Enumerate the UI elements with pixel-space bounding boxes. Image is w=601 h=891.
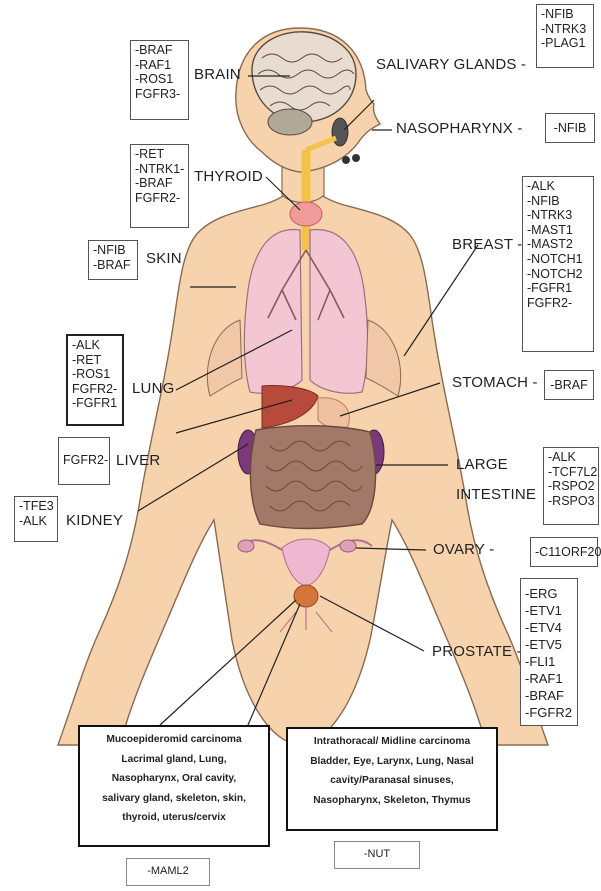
large-intestine-label-2: INTESTINE [456, 486, 536, 503]
gene-label: -FGFR2 [525, 704, 573, 721]
ovary-label: OVARY - [433, 541, 494, 558]
gene-label: FGFR2- [527, 296, 589, 311]
gene-label: -MAST1 [527, 223, 589, 238]
lung-label: LUNG [132, 380, 174, 397]
gene-label: FGFR2- [135, 191, 184, 206]
gene-label: -BRAF [93, 258, 133, 273]
liver-gene-box: FGFR2- [58, 437, 110, 485]
prostate [294, 585, 318, 607]
gene-label: -NFIB [550, 116, 590, 140]
gene-label: -NTRK3 [541, 22, 589, 37]
note-line: cavity/Paranasal sinuses, [292, 771, 492, 791]
gene-label: -TFE3 [19, 499, 53, 514]
nut-tag: -NUT [334, 841, 420, 869]
note-line: Bladder, Eye, Larynx, Lung, Nasal [292, 752, 492, 772]
gene-label: FGFR2- [63, 440, 105, 480]
maml2-tag: -MAML2 [126, 858, 210, 886]
lung-gene-box: -ALK -RET -ROS1 FGFR2- -FGFR1 [66, 334, 124, 426]
prostate-gene-box: -ERG -ETV1 -ETV4 -ETV5 -FLI1 -RAF1 -BRAF… [520, 578, 578, 726]
kidney-label: KIDNEY [66, 512, 123, 529]
thyroid-label: THYROID [194, 168, 263, 185]
gene-label: -BRAF [135, 176, 184, 191]
gene-label: -NFIB [527, 194, 589, 209]
gene-label: -BRAF [549, 373, 589, 397]
note-line: salivary gland, skeleton, skin, [84, 789, 264, 809]
gene-label: -RAF1 [135, 58, 184, 73]
gene-label: -ALK [19, 514, 53, 529]
gene-label: -TCF7L2 [548, 465, 594, 480]
salivary-glands-label: SALIVARY GLANDS - [376, 56, 526, 73]
maml2-note: Mucoepideromid carcinoma Lacrimal gland,… [78, 725, 270, 847]
gene-label: -BRAF [525, 687, 573, 704]
gene-label: -ROS1 [72, 367, 118, 382]
brain [252, 32, 356, 122]
note-line: Nasopharynx, Oral cavity, [84, 769, 264, 789]
prostate-label: PROSTATE - [432, 643, 522, 660]
gene-label: FGFR3- [135, 87, 184, 102]
cerebellum [268, 109, 312, 135]
thyroid-gene-box: -RET -NTRK1- -BRAF FGFR2- [130, 144, 189, 228]
stomach-label: STOMACH - [452, 374, 538, 391]
note-line: Intrathoracal/ Midline carcinoma [292, 732, 492, 752]
kidney-gene-box: -TFE3 -ALK [14, 496, 58, 542]
ovary [340, 540, 356, 552]
skin-gene-box: -NFIB -BRAF [88, 240, 138, 280]
gene-label: -RSPO2 [548, 479, 594, 494]
gene-label: -ERG [525, 585, 573, 602]
large-intestine [250, 426, 375, 529]
gene-label: -ROS1 [135, 72, 184, 87]
gene-label: -NFIB [541, 7, 589, 22]
salivary-glands-gene-box: -NFIB -NTRK3 -PLAG1 [536, 4, 594, 68]
gene-label: FGFR2- [72, 382, 118, 397]
gene-label: -NTRK3 [527, 208, 589, 223]
stomach-gene-box: -BRAF [544, 370, 594, 400]
note-line: Mucoepideromid carcinoma [84, 730, 264, 750]
salivary-gland [332, 118, 348, 146]
large-intestine-gene-box: -ALK -TCF7L2 -RSPO2 -RSPO3 [543, 447, 599, 525]
gene-label: -ETV1 [525, 602, 573, 619]
gene-label: -RET [72, 353, 118, 368]
ovary-gene-box: -C11ORF20 [530, 537, 598, 567]
nut-note: Intrathoracal/ Midline carcinoma Bladder… [286, 727, 498, 831]
gene-label: -RET [135, 147, 184, 162]
brain-label: BRAIN [194, 66, 241, 83]
gene-label: -RAF1 [525, 670, 573, 687]
brain-gene-box: -BRAF -RAF1 -ROS1 FGFR3- [130, 40, 189, 120]
gene-label: -FLI1 [525, 653, 573, 670]
nasopharynx-label: NASOPHARYNX - [396, 120, 523, 137]
gene-label: -FGFR1 [527, 281, 589, 296]
note-line: Nasopharynx, Skeleton, Thymus [292, 791, 492, 811]
liver-label: LIVER [116, 452, 160, 469]
breast-gene-box: -ALK -NFIB -NTRK3 -MAST1 -MAST2 -NOTCH1 … [522, 176, 594, 352]
gene-label: -FGFR1 [72, 396, 118, 411]
note-line: Lacrimal gland, Lung, [84, 750, 264, 770]
gene-label: -BRAF [135, 43, 184, 58]
skin-label: SKIN [146, 250, 182, 267]
gene-label: -ALK [548, 450, 594, 465]
nasopharynx-gene-box: -NFIB [545, 113, 595, 143]
gene-label: -NOTCH1 [527, 252, 589, 267]
gene-label: -ALK [527, 179, 589, 194]
gene-label: -PLAG1 [541, 36, 589, 51]
breast-label: BREAST - [452, 236, 523, 253]
gene-label: -ETV4 [525, 619, 573, 636]
gene-label: -ALK [72, 338, 118, 353]
gene-label: -MAST2 [527, 237, 589, 252]
large-intestine-label-1: LARGE [456, 456, 508, 473]
gene-label: -NFIB [93, 243, 133, 258]
note-line: thyroid, uterus/cervix [84, 808, 264, 828]
gene-label: -ETV5 [525, 636, 573, 653]
gene-label: -RSPO3 [548, 494, 594, 509]
gene-label: -NOTCH2 [527, 267, 589, 282]
gene-label: -C11ORF20 [535, 540, 593, 564]
gene-label: -NTRK1- [135, 162, 184, 177]
